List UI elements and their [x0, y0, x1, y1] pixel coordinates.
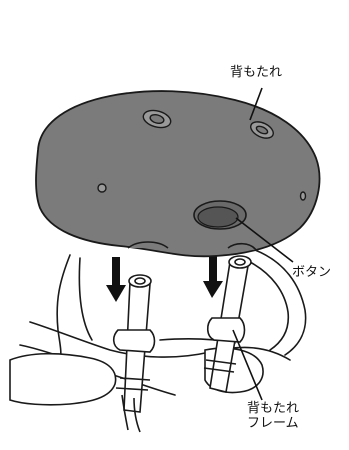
- label-frame-line2: フレーム: [247, 415, 299, 431]
- backrest-frame-right-tube: [203, 255, 252, 393]
- backrest-bottom-tab-right: [227, 242, 257, 251]
- leader-backrest: [249, 87, 263, 121]
- label-button: ボタン: [292, 265, 332, 280]
- backrest-shell: [35, 90, 321, 258]
- backrest-frame-left-tube: [112, 274, 156, 433]
- leader-button: [235, 217, 294, 263]
- leader-lines: [232, 87, 294, 401]
- down-arrow-icon-right: [203, 255, 223, 298]
- label-frame-line1: 背もたれ: [247, 401, 300, 416]
- label-backrest-frame: 背もたれ フレーム: [247, 401, 300, 432]
- backrest-bottom-tab-left: [127, 241, 169, 249]
- stroller-handle-left: [9, 352, 117, 406]
- down-arrow-icon-left: [106, 257, 126, 302]
- leader-frame: [232, 329, 263, 401]
- backrest-holes: [97, 109, 307, 201]
- label-backrest: 背もたれ: [230, 65, 283, 80]
- backrest-release-button: [193, 200, 247, 230]
